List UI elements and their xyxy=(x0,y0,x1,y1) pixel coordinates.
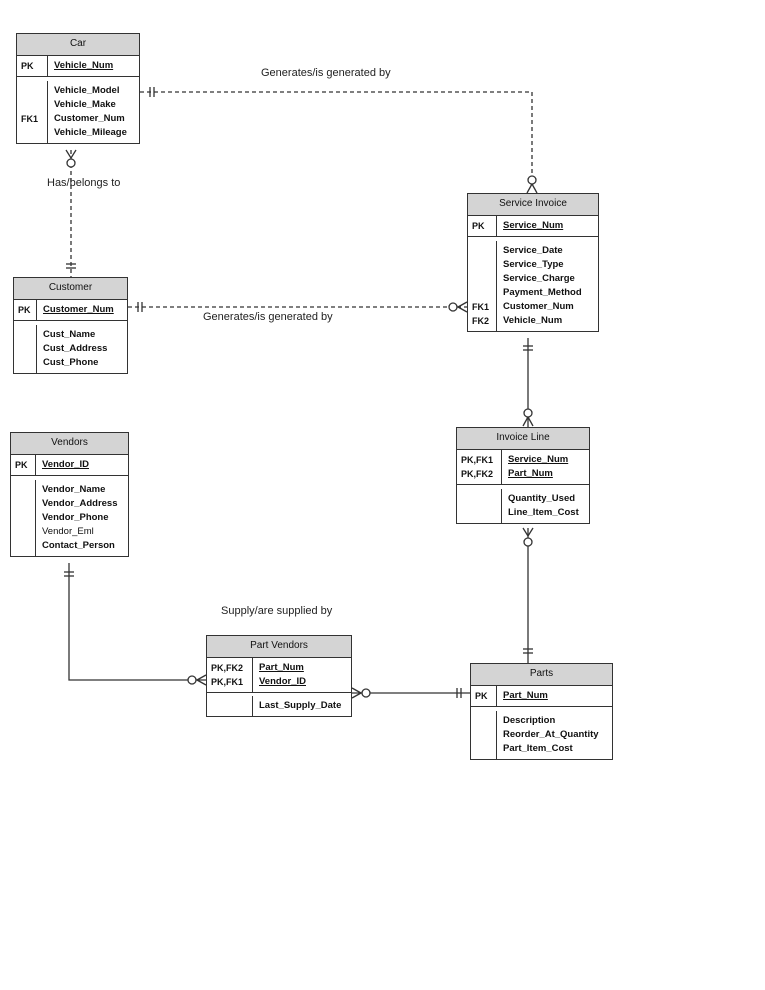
attribute: Customer_Num xyxy=(503,301,574,312)
key-label xyxy=(472,244,496,258)
attribute: Part_Item_Cost xyxy=(503,743,573,754)
key-label xyxy=(461,492,501,506)
entity-invoice-line: Invoice Line PK,FK1 PK,FK2 Service_Num P… xyxy=(456,427,590,524)
entity-parts: Parts PK Part_Num Description Reorder_At… xyxy=(470,663,613,760)
entity-vendors: Vendors PK Vendor_ID Vendor_Name Vendor_… xyxy=(10,432,129,557)
attribute: Last_Supply_Date xyxy=(259,700,342,711)
key-label: PK xyxy=(475,691,488,701)
key-label: PK,FK1 xyxy=(461,455,494,465)
car-many-mark xyxy=(65,149,72,159)
key-label xyxy=(15,525,35,539)
entity-title: Customer xyxy=(14,278,127,300)
primary-key-attribute: Customer_Num xyxy=(43,304,114,315)
attribute: Vehicle_Num xyxy=(503,315,563,326)
attribute: Quantity_Used xyxy=(508,493,576,504)
attribute: Vendor_Address xyxy=(42,498,118,509)
primary-key-attribute: Part_Num xyxy=(508,468,553,479)
attribute: Description xyxy=(503,715,556,726)
attribute: Reorder_At_Quantity xyxy=(503,729,599,740)
entity-car: Car PK Vehicle_Num FK1 Vehicle_Model Veh… xyxy=(16,33,140,144)
invoice-zero-mark xyxy=(527,175,537,185)
key-label: PK xyxy=(472,221,485,231)
rel-line-vendors-partvendors xyxy=(68,563,207,681)
key-label xyxy=(21,98,47,112)
entity-title: Parts xyxy=(471,664,612,686)
partvendors-many-mark xyxy=(187,675,197,685)
key-label xyxy=(15,511,35,525)
line-many-mark-2 xyxy=(522,527,529,537)
primary-key-attribute: Service_Num xyxy=(508,454,569,465)
invoice-many-mark xyxy=(448,302,458,312)
key-label xyxy=(472,258,496,272)
attribute: Service_Date xyxy=(503,245,563,256)
key-label xyxy=(15,497,35,511)
attribute: Vehicle_Mileage xyxy=(54,127,127,138)
primary-key-attribute: Vendor_ID xyxy=(259,676,306,687)
attribute: Customer_Num xyxy=(54,113,125,124)
primary-key-attribute: Service_Num xyxy=(503,220,564,231)
key-label xyxy=(472,286,496,300)
key-label xyxy=(15,539,35,553)
key-label: FK2 xyxy=(472,316,490,326)
key-label: PK xyxy=(18,305,31,315)
entity-customer: Customer PK Customer_Num Cust_Name Cust_… xyxy=(13,277,128,374)
primary-key-attribute: Vendor_ID xyxy=(42,459,89,470)
entity-title: Invoice Line xyxy=(457,428,589,450)
entity-part-vendors: Part Vendors PK,FK2 PK,FK1 Part_Num Vend… xyxy=(206,635,352,717)
entity-service-invoice: Service Invoice PK Service_Num FK1 FK2 S… xyxy=(467,193,599,332)
key-label: PK,FK1 xyxy=(211,677,244,687)
rel-label-car-customer: Has/belongs to xyxy=(47,177,121,189)
rel-label-vendor-partvendor: Supply/are supplied by xyxy=(221,605,333,617)
entity-title: Part Vendors xyxy=(207,636,351,658)
rel-label-car-invoice: Generates/is generated by xyxy=(261,67,391,79)
key-label xyxy=(475,728,496,742)
entity-title: Car xyxy=(17,34,139,56)
line-many-mark xyxy=(523,408,533,418)
attribute: Vendor_Eml xyxy=(42,526,94,537)
rel-line-car-invoice xyxy=(140,91,533,176)
key-label xyxy=(21,84,47,98)
entity-title: Vendors xyxy=(11,433,128,455)
key-label: PK,FK2 xyxy=(211,663,244,673)
attribute: Payment_Method xyxy=(503,287,582,298)
attribute: Vendor_Name xyxy=(42,484,106,495)
attribute: Vehicle_Make xyxy=(54,99,116,110)
key-label xyxy=(475,742,496,756)
key-label: PK xyxy=(21,61,34,71)
key-label xyxy=(461,506,501,520)
attribute: Service_Type xyxy=(503,259,564,270)
primary-key-attribute: Vehicle_Num xyxy=(54,60,114,71)
attribute: Vehicle_Model xyxy=(54,85,120,96)
primary-key-attribute: Part_Num xyxy=(259,662,304,673)
key-label xyxy=(211,699,252,713)
key-label xyxy=(15,483,35,497)
attribute: Vendor_Phone xyxy=(42,512,109,523)
attribute: Cust_Address xyxy=(43,343,108,354)
key-label xyxy=(475,714,496,728)
attribute: Line_Item_Cost xyxy=(508,507,579,518)
entity-title: Service Invoice xyxy=(468,194,598,216)
partvendors-many-mark-2 xyxy=(351,687,362,694)
key-label: FK1 xyxy=(21,114,39,124)
key-label xyxy=(472,272,496,286)
attribute: Cust_Name xyxy=(43,329,96,340)
key-label: PK xyxy=(15,460,28,470)
key-label xyxy=(18,342,36,356)
attribute: Service_Charge xyxy=(503,273,575,284)
primary-key-attribute: Part_Num xyxy=(503,690,548,701)
key-label: PK,FK2 xyxy=(461,469,494,479)
key-label: FK1 xyxy=(472,302,490,312)
key-label xyxy=(18,328,36,342)
attribute: Contact_Person xyxy=(42,540,115,551)
attribute: Cust_Phone xyxy=(43,357,99,368)
key-label xyxy=(18,356,36,370)
key-label xyxy=(21,126,47,140)
rel-label-customer-invoice: Generates/is generated by xyxy=(203,311,333,323)
